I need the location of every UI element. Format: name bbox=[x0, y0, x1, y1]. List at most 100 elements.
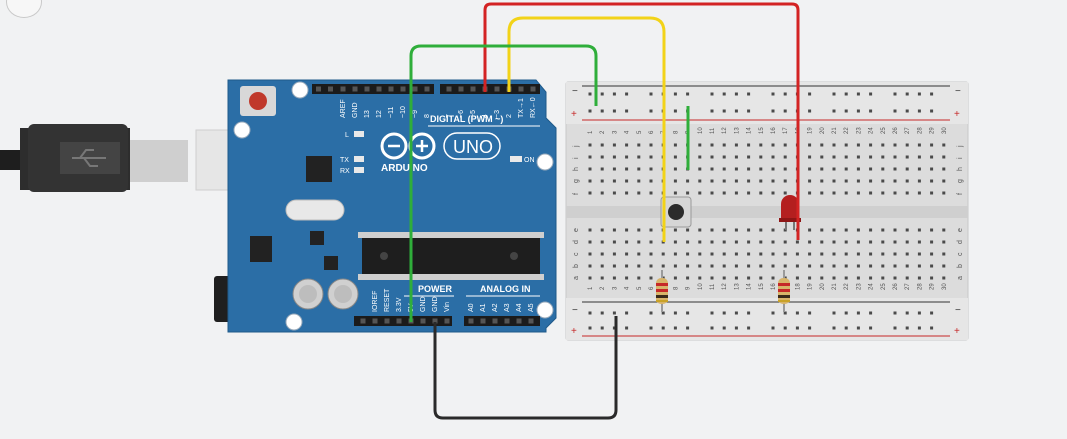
terminal-hole[interactable] bbox=[747, 191, 751, 195]
rail-hole[interactable] bbox=[795, 311, 799, 315]
terminal-hole[interactable] bbox=[917, 167, 921, 171]
terminal-hole[interactable] bbox=[942, 143, 946, 147]
terminal-hole[interactable] bbox=[612, 276, 616, 280]
rail-hole[interactable] bbox=[625, 92, 629, 96]
terminal-hole[interactable] bbox=[856, 143, 860, 147]
terminal-hole[interactable] bbox=[917, 228, 921, 232]
terminal-hole[interactable] bbox=[625, 167, 629, 171]
terminal-hole[interactable] bbox=[856, 155, 860, 159]
rail-hole[interactable] bbox=[844, 92, 848, 96]
terminal-hole[interactable] bbox=[637, 155, 641, 159]
terminal-hole[interactable] bbox=[905, 240, 909, 244]
rail-hole[interactable] bbox=[588, 326, 592, 330]
terminal-hole[interactable] bbox=[905, 191, 909, 195]
header-pin[interactable] bbox=[340, 86, 346, 92]
terminal-hole[interactable] bbox=[612, 240, 616, 244]
rail-hole[interactable] bbox=[783, 326, 787, 330]
rail-hole[interactable] bbox=[649, 311, 653, 315]
terminal-hole[interactable] bbox=[637, 276, 641, 280]
rail-hole[interactable] bbox=[747, 326, 751, 330]
terminal-hole[interactable] bbox=[820, 143, 824, 147]
terminal-hole[interactable] bbox=[832, 179, 836, 183]
terminal-hole[interactable] bbox=[612, 155, 616, 159]
terminal-hole[interactable] bbox=[637, 167, 641, 171]
header-pin[interactable] bbox=[372, 318, 378, 324]
terminal-hole[interactable] bbox=[625, 191, 629, 195]
rail-hole[interactable] bbox=[661, 311, 665, 315]
terminal-hole[interactable] bbox=[673, 228, 677, 232]
rail-hole[interactable] bbox=[747, 109, 751, 113]
terminal-hole[interactable] bbox=[844, 143, 848, 147]
rail-hole[interactable] bbox=[832, 326, 836, 330]
terminal-hole[interactable] bbox=[930, 167, 934, 171]
rail-hole[interactable] bbox=[649, 326, 653, 330]
terminal-hole[interactable] bbox=[820, 155, 824, 159]
terminal-hole[interactable] bbox=[893, 167, 897, 171]
rail-hole[interactable] bbox=[930, 109, 934, 113]
terminal-hole[interactable] bbox=[710, 228, 714, 232]
rail-hole[interactable] bbox=[917, 92, 921, 96]
terminal-hole[interactable] bbox=[722, 264, 726, 268]
terminal-hole[interactable] bbox=[649, 240, 653, 244]
terminal-hole[interactable] bbox=[649, 143, 653, 147]
terminal-hole[interactable] bbox=[734, 191, 738, 195]
terminal-hole[interactable] bbox=[673, 167, 677, 171]
terminal-hole[interactable] bbox=[893, 155, 897, 159]
terminal-hole[interactable] bbox=[832, 167, 836, 171]
terminal-hole[interactable] bbox=[673, 191, 677, 195]
terminal-hole[interactable] bbox=[759, 264, 763, 268]
terminal-hole[interactable] bbox=[612, 252, 616, 256]
terminal-hole[interactable] bbox=[600, 228, 604, 232]
terminal-hole[interactable] bbox=[917, 276, 921, 280]
header-pin[interactable] bbox=[388, 86, 394, 92]
terminal-hole[interactable] bbox=[905, 228, 909, 232]
terminal-hole[interactable] bbox=[917, 179, 921, 183]
terminal-hole[interactable] bbox=[649, 252, 653, 256]
terminal-hole[interactable] bbox=[881, 240, 885, 244]
terminal-hole[interactable] bbox=[637, 240, 641, 244]
terminal-hole[interactable] bbox=[869, 228, 873, 232]
wire-red[interactable] bbox=[483, 2, 800, 240]
terminal-hole[interactable] bbox=[808, 252, 812, 256]
terminal-hole[interactable] bbox=[771, 228, 775, 232]
terminal-hole[interactable] bbox=[832, 228, 836, 232]
terminal-hole[interactable] bbox=[588, 143, 592, 147]
terminal-hole[interactable] bbox=[600, 179, 604, 183]
terminal-hole[interactable] bbox=[612, 191, 616, 195]
terminal-hole[interactable] bbox=[820, 252, 824, 256]
terminal-hole[interactable] bbox=[600, 276, 604, 280]
terminal-hole[interactable] bbox=[881, 167, 885, 171]
terminal-hole[interactable] bbox=[637, 264, 641, 268]
header-pin[interactable] bbox=[468, 318, 474, 324]
terminal-hole[interactable] bbox=[930, 155, 934, 159]
terminal-hole[interactable] bbox=[661, 252, 665, 256]
rail-hole[interactable] bbox=[844, 311, 848, 315]
terminal-hole[interactable] bbox=[917, 252, 921, 256]
terminal-hole[interactable] bbox=[759, 228, 763, 232]
rail-hole[interactable] bbox=[612, 92, 616, 96]
terminal-hole[interactable] bbox=[917, 155, 921, 159]
terminal-hole[interactable] bbox=[808, 264, 812, 268]
terminal-hole[interactable] bbox=[747, 252, 751, 256]
terminal-hole[interactable] bbox=[734, 155, 738, 159]
terminal-hole[interactable] bbox=[722, 252, 726, 256]
terminal-hole[interactable] bbox=[600, 240, 604, 244]
rail-hole[interactable] bbox=[734, 109, 738, 113]
terminal-hole[interactable] bbox=[881, 252, 885, 256]
terminal-hole[interactable] bbox=[820, 191, 824, 195]
terminal-hole[interactable] bbox=[734, 228, 738, 232]
terminal-hole[interactable] bbox=[844, 240, 848, 244]
header-pin[interactable] bbox=[384, 318, 390, 324]
terminal-hole[interactable] bbox=[808, 228, 812, 232]
rail-hole[interactable] bbox=[917, 326, 921, 330]
terminal-hole[interactable] bbox=[673, 143, 677, 147]
header-pin[interactable] bbox=[504, 318, 510, 324]
rail-hole[interactable] bbox=[734, 92, 738, 96]
terminal-hole[interactable] bbox=[783, 264, 787, 268]
rail-hole[interactable] bbox=[832, 92, 836, 96]
rail-hole[interactable] bbox=[649, 92, 653, 96]
terminal-hole[interactable] bbox=[698, 155, 702, 159]
rail-hole[interactable] bbox=[905, 92, 909, 96]
terminal-hole[interactable] bbox=[588, 276, 592, 280]
terminal-hole[interactable] bbox=[734, 240, 738, 244]
